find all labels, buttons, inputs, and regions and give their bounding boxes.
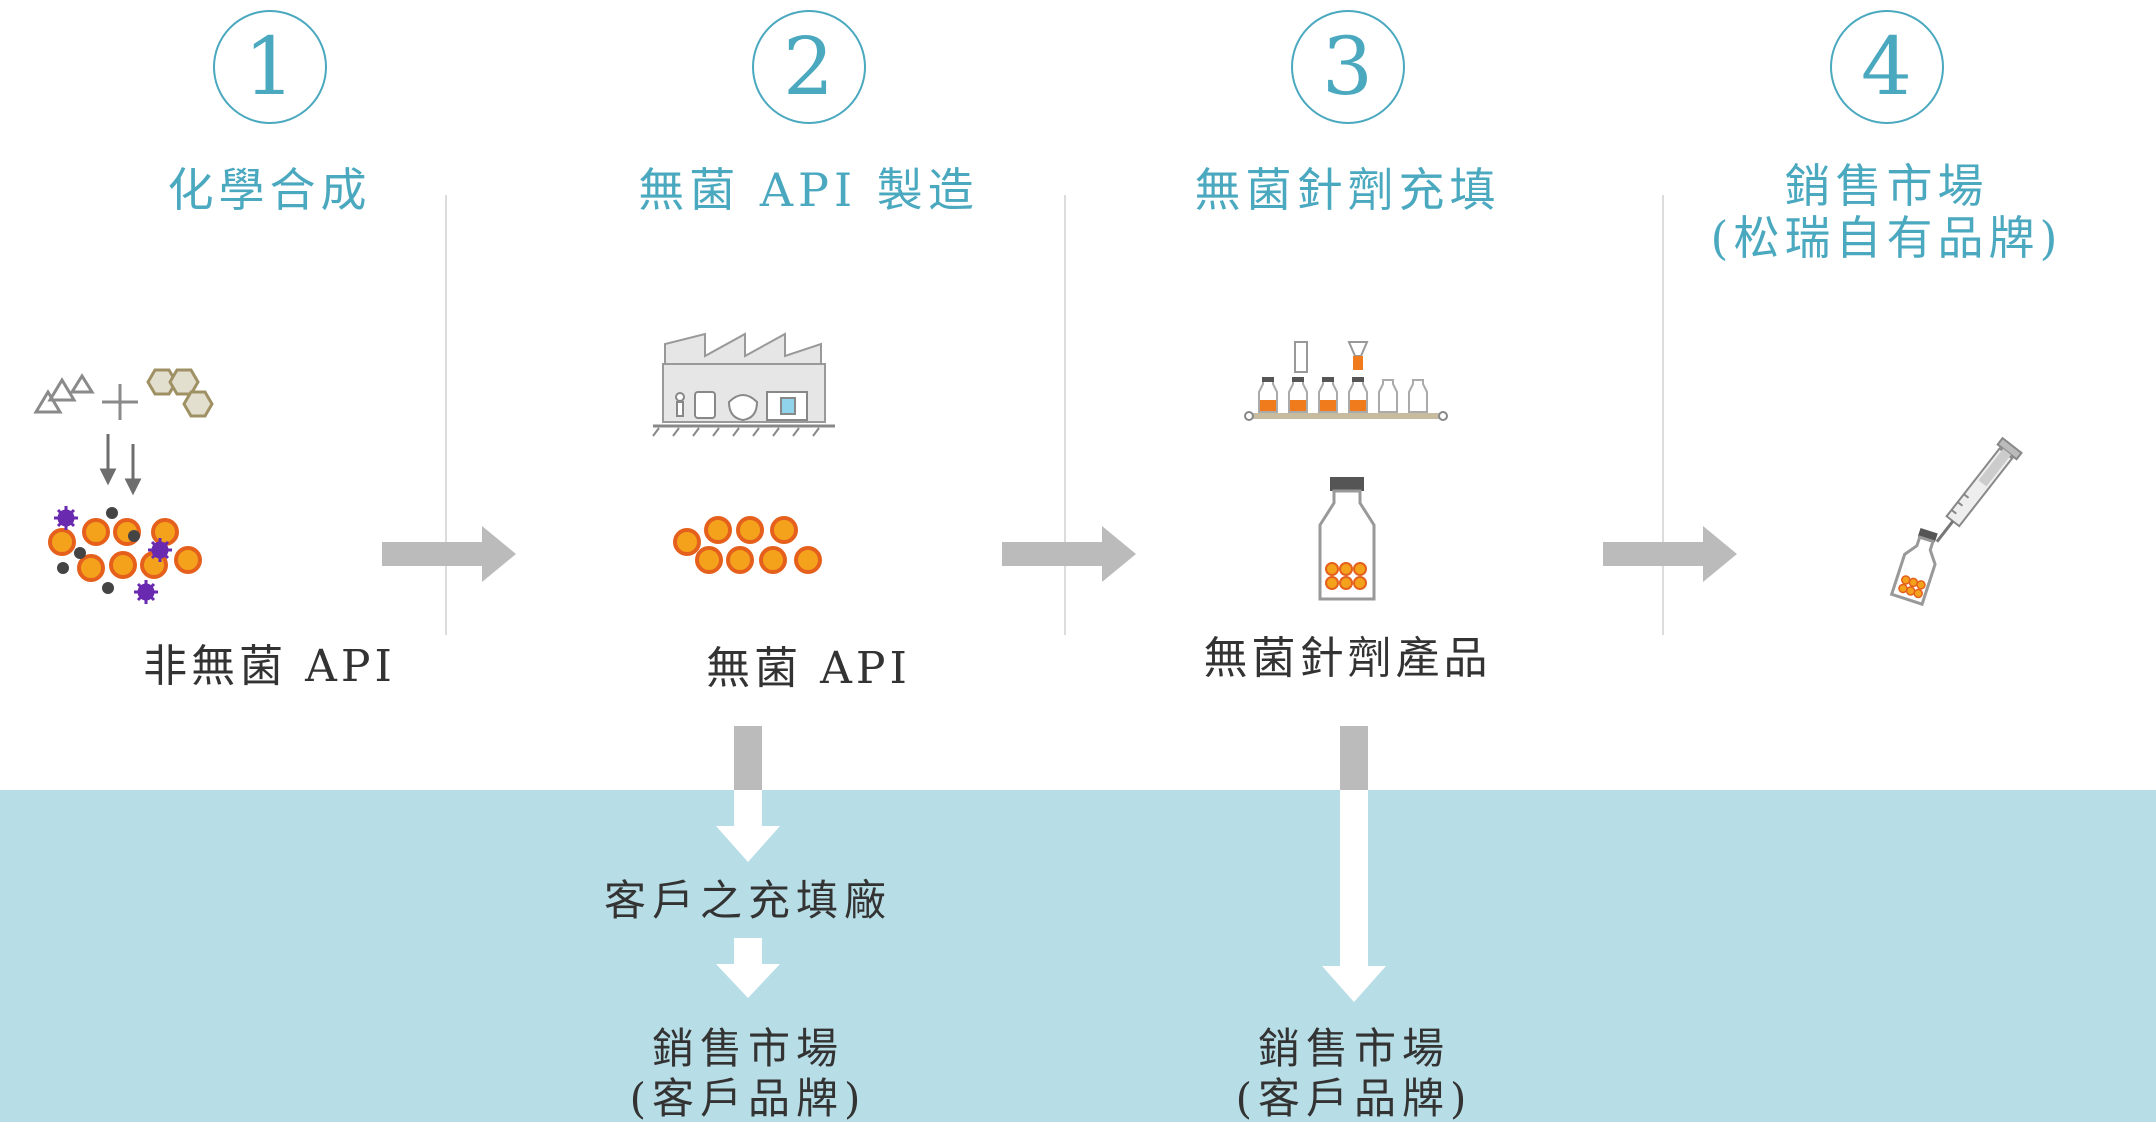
plus-icon bbox=[102, 384, 138, 420]
divider bbox=[445, 195, 447, 635]
divider bbox=[1662, 195, 1664, 635]
raw-materials-icon bbox=[33, 368, 214, 604]
step-number-3: 3 bbox=[1290, 10, 1405, 124]
down-arrow-to-filling-plant bbox=[716, 726, 780, 862]
flow-arrow-icon bbox=[1603, 526, 1737, 582]
step-title-line1: 銷售市場 bbox=[1784, 159, 1989, 213]
divider bbox=[1064, 195, 1066, 635]
product-sterile-injection: 無菌針劑產品 bbox=[1203, 633, 1492, 684]
customer-filling-plant: 客戶之充填廠 bbox=[603, 876, 892, 925]
market-line1: 銷售市場 bbox=[1257, 1024, 1450, 1073]
hexagons-icon bbox=[146, 368, 214, 418]
step-sterile-injection-filling: 3 無菌針劑充填 無菌針劑產品 bbox=[1078, 0, 1617, 790]
market-line2: (客戶品牌) bbox=[629, 1074, 867, 1123]
step-number-1: 1 bbox=[212, 10, 327, 124]
sterile-particles-icon bbox=[673, 516, 822, 574]
triangles-icon bbox=[33, 373, 95, 414]
step-title: 化學合成 bbox=[167, 163, 372, 217]
down-arrow-to-market-b bbox=[1322, 726, 1386, 1002]
step-sterile-api: 2 無菌 API 製造 無菌 API bbox=[539, 0, 1078, 790]
step-title: 無菌針劑充填 bbox=[1194, 163, 1501, 217]
step-own-brand-market: 4 銷售市場 (松瑞自有品牌) bbox=[1617, 0, 2156, 790]
flow-arrow-icon bbox=[1002, 526, 1136, 582]
product-non-sterile-api: 非無菌 API bbox=[143, 641, 396, 692]
step-number-4: 4 bbox=[1829, 10, 1944, 124]
customer-channel-band bbox=[0, 790, 2156, 1122]
step-number-2: 2 bbox=[751, 10, 866, 124]
product-sterile-api: 無菌 API bbox=[706, 643, 911, 694]
factory-icon bbox=[652, 332, 835, 437]
step-title: 無菌 API 製造 bbox=[638, 163, 979, 217]
syringe-vial-icon bbox=[1889, 436, 2023, 607]
step-title: 銷售市場 (松瑞自有品牌) bbox=[1617, 160, 2156, 264]
filling-line-icon bbox=[1244, 341, 1448, 421]
market-line1: 銷售市場 bbox=[651, 1024, 844, 1073]
step-title-line2: (松瑞自有品牌) bbox=[1710, 211, 2063, 265]
customer-market-a: 銷售市場 (客戶品牌) bbox=[548, 1024, 948, 1124]
down-arrows-icon bbox=[99, 434, 142, 496]
vial-icon bbox=[1318, 477, 1376, 601]
customer-market-b: 銷售市場 (客戶品牌) bbox=[1154, 1024, 1554, 1124]
down-arrow-to-market-a bbox=[716, 938, 780, 998]
market-line2: (客戶品牌) bbox=[1235, 1074, 1473, 1123]
step-chemical-synthesis: 1 化學合成 bbox=[0, 0, 539, 790]
particle-mixture-icon bbox=[48, 506, 202, 604]
flow-arrow-icon bbox=[382, 526, 516, 582]
